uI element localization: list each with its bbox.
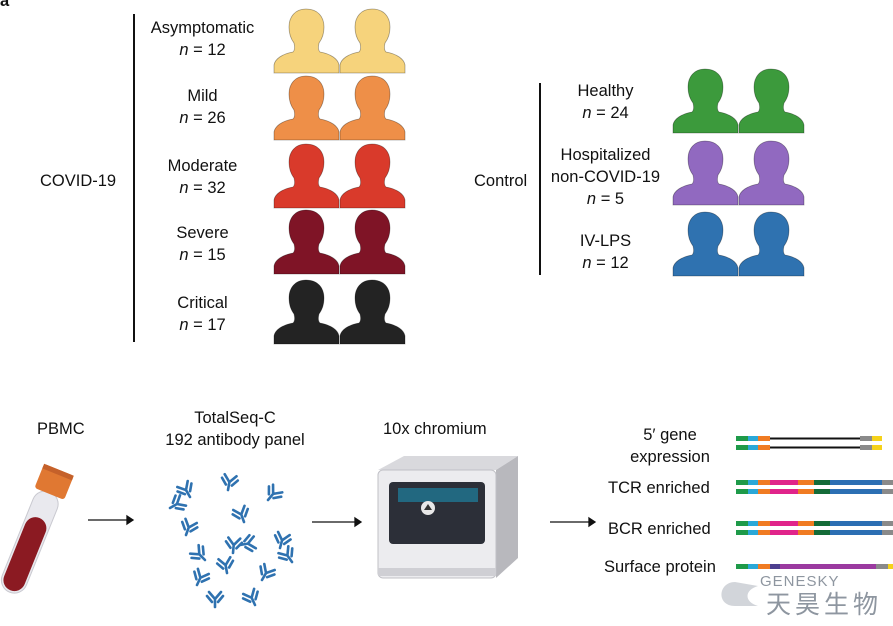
covid-bracket-line — [133, 14, 135, 342]
group-label-iv-lps: IV-LPS n = 12 — [548, 230, 663, 274]
antibody-icon — [259, 562, 276, 582]
pbmc-label: PBMC — [37, 420, 85, 438]
group-label-healthy: Healthy n = 24 — [548, 80, 663, 124]
n-count: = 12 — [596, 254, 629, 272]
antibody-icon — [277, 544, 294, 564]
antibody-icon — [238, 533, 258, 553]
group-name: Healthy — [577, 82, 634, 100]
chromium-instrument-icon — [377, 456, 518, 579]
n-count: = 26 — [193, 109, 226, 127]
output-label-gene-expression: 5′ gene expression — [620, 424, 720, 468]
n-symbol: n — [582, 254, 592, 272]
person-icon-mild-2 — [339, 75, 406, 141]
panel-letter: a — [0, 0, 10, 10]
n-symbol: n — [179, 41, 189, 59]
n-symbol: n — [179, 316, 189, 334]
antibody-icon — [224, 536, 244, 555]
sequence-constructs — [736, 436, 893, 569]
person-icon-moderate-2 — [339, 143, 406, 209]
n-count: = 5 — [600, 190, 625, 208]
group-label-asymptomatic: Asymptomatic n = 12 — [145, 17, 260, 61]
seq-bar-tcr-2 — [736, 489, 893, 494]
group-name-line2: non-COVID-19 — [550, 168, 661, 186]
antibody-panel-line1: TotalSeq-C — [194, 409, 276, 427]
n-symbol: n — [179, 246, 189, 264]
person-icon-critical-1 — [273, 279, 340, 345]
tube-blood — [3, 517, 47, 592]
group-name: Asymptomatic — [150, 19, 255, 37]
person-icon-healthy-1 — [672, 68, 739, 134]
person-icon-ivlps-1 — [672, 211, 739, 277]
person-icon-hospitalized-1 — [672, 140, 739, 206]
control-bracket-line — [539, 83, 541, 275]
n-symbol: n — [582, 104, 592, 122]
antibody-icon — [188, 543, 207, 562]
person-icon-ivlps-2 — [738, 211, 805, 277]
person-icon-healthy-2 — [738, 68, 805, 134]
group-label-critical: Critical n = 17 — [145, 292, 260, 336]
seq-bar-surface — [736, 564, 893, 569]
n-count: = 17 — [193, 316, 226, 334]
group-name: Hospitalized — [560, 146, 651, 164]
antibody-icon — [176, 479, 193, 499]
group-name: IV-LPS — [579, 232, 632, 250]
seq-bar-gene-1 — [736, 436, 882, 441]
output-line1: 5′ gene — [643, 426, 697, 444]
output-label-bcr: BCR enriched — [608, 520, 711, 538]
antibody-icon — [273, 530, 292, 550]
seq-bar-gene-2 — [736, 445, 882, 450]
antibody-icon — [205, 590, 225, 609]
group-label-hospitalized: Hospitalized non-COVID-19 n = 5 — [543, 144, 668, 210]
output-line2: expression — [630, 448, 710, 466]
blood-tube-icon — [0, 463, 74, 594]
watermark-cjk: 天昊生物 — [766, 591, 883, 619]
n-symbol: n — [179, 109, 189, 127]
control-label: Control — [474, 172, 528, 190]
group-name: Critical — [177, 294, 228, 312]
watermark-latin: GENESKY — [760, 573, 840, 590]
antibody-icon — [241, 587, 259, 607]
n-symbol: n — [179, 179, 189, 197]
antibody-icon — [266, 483, 284, 502]
person-icon-mild-1 — [273, 75, 340, 141]
person-icon-moderate-1 — [273, 143, 340, 209]
output-label-surface-protein: Surface protein — [604, 558, 716, 576]
group-label-severe: Severe n = 15 — [145, 222, 260, 266]
antibody-icon — [168, 494, 188, 511]
n-count: = 15 — [193, 246, 226, 264]
output-label-tcr: TCR enriched — [608, 479, 710, 497]
n-count: = 24 — [596, 104, 629, 122]
person-icon-hospitalized-2 — [738, 140, 805, 206]
antibody-icon — [231, 504, 250, 524]
antibody-icon — [220, 472, 240, 492]
person-icon-severe-1 — [273, 209, 340, 275]
antibody-panel-line2: 192 antibody panel — [165, 431, 305, 449]
person-icon-asymptomatic-1 — [273, 8, 340, 74]
seq-bar-bcr-2 — [736, 530, 893, 535]
n-count: = 32 — [193, 179, 226, 197]
genesky-logo-icon — [721, 582, 758, 606]
covid-label: COVID-19 — [40, 172, 117, 190]
seq-bar-tcr-1 — [736, 480, 893, 485]
person-icon-asymptomatic-2 — [339, 8, 406, 74]
n-symbol: n — [586, 190, 597, 208]
group-name: Mild — [187, 87, 218, 105]
group-name: Severe — [176, 224, 229, 242]
person-icon-severe-2 — [339, 209, 406, 275]
antibody-icon — [193, 567, 211, 587]
group-name: Moderate — [167, 157, 238, 175]
group-label-mild: Mild n = 26 — [145, 85, 260, 129]
antibody-icon — [215, 555, 235, 575]
chromium-label: 10x chromium — [383, 420, 487, 438]
antibody-panel-label: TotalSeq-C 192 antibody panel — [150, 407, 320, 451]
antibody-icon — [180, 517, 199, 537]
group-label-moderate: Moderate n = 32 — [145, 155, 260, 199]
antibody-cluster-icon — [168, 472, 294, 609]
n-count: = 12 — [193, 41, 226, 59]
seq-bar-bcr-1 — [736, 521, 893, 526]
person-icon-critical-2 — [339, 279, 406, 345]
